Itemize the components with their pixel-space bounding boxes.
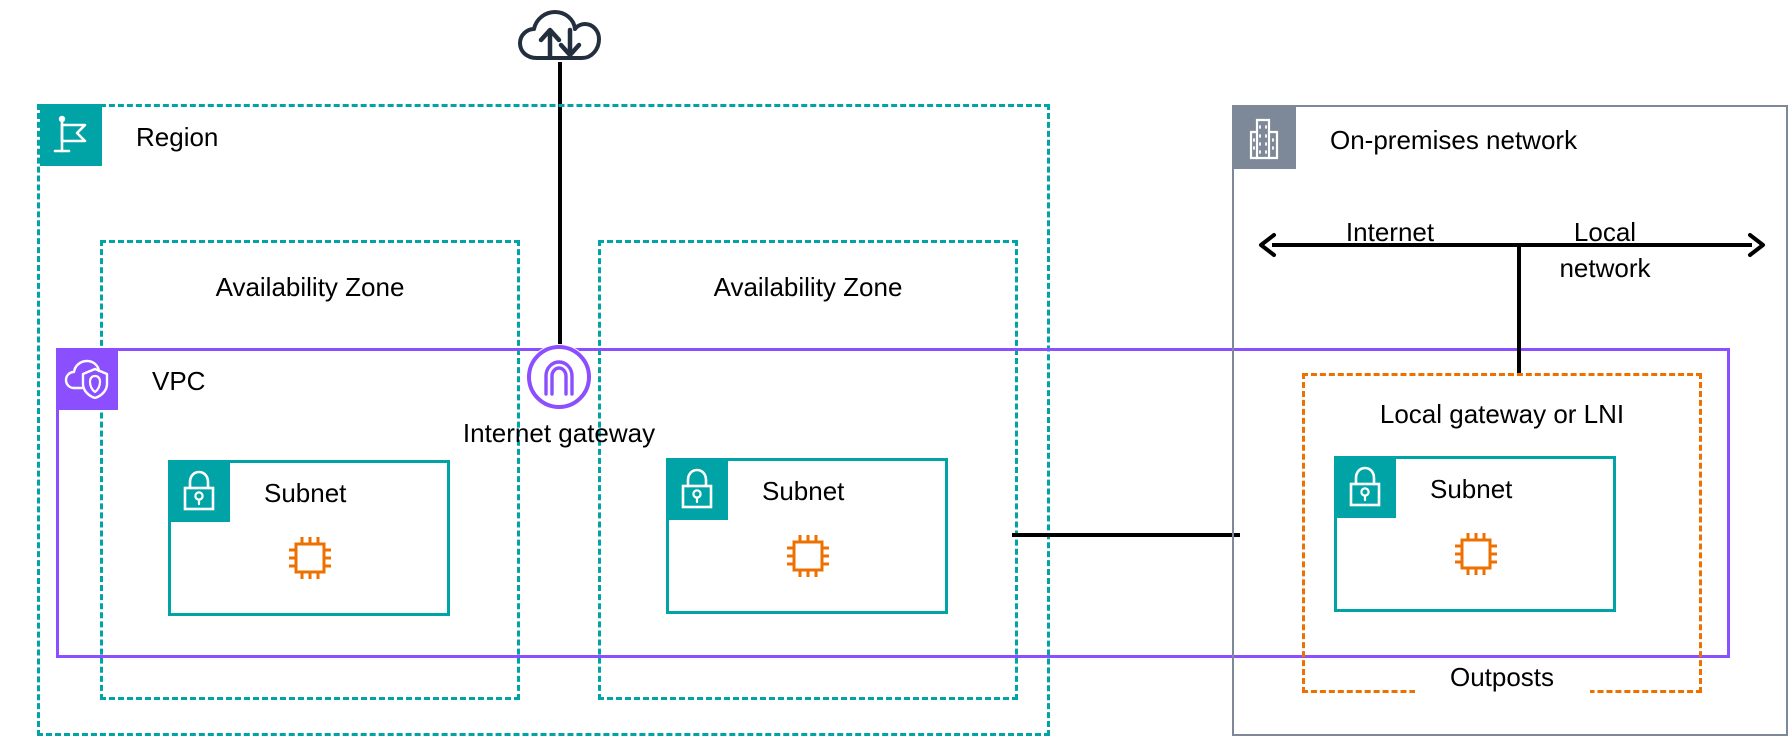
region-boundary — [37, 104, 1050, 736]
internet-to-igw-connector — [558, 62, 562, 357]
availability-zone-1-label: Availability Zone — [215, 272, 405, 302]
availability-zone-2-label: Availability Zone — [713, 272, 903, 302]
internet-direction-label: Internet — [1345, 217, 1435, 247]
internet-local-network-arrow — [1258, 230, 1766, 260]
subnet-az1-lock-icon — [168, 460, 230, 522]
subnet-az2-boundary — [666, 458, 948, 614]
availability-zone-1-boundary — [100, 240, 520, 700]
subnet-outposts-label: Subnet — [1430, 474, 1513, 504]
local-gateway-or-lni-label: Local gateway or LNI — [1379, 399, 1625, 429]
on-premises-building-icon — [1234, 107, 1296, 169]
subnet-az1-boundary — [168, 460, 450, 616]
subnet-az2-lock-icon — [666, 458, 728, 520]
outposts-label-backdrop — [1415, 660, 1590, 694]
local-network-direction-label-line2: network — [1559, 253, 1651, 283]
vpc-boundary — [56, 348, 1730, 658]
on-premises-network-boundary — [1232, 105, 1788, 736]
ec2-instance-chip-icon — [1450, 528, 1502, 580]
on-premises-network-label: On-premises network — [1330, 125, 1578, 155]
outposts-label: Outposts — [1449, 662, 1555, 692]
subnet-outposts-boundary — [1334, 456, 1616, 612]
subnet-az1-label: Subnet — [264, 478, 347, 508]
local-network-direction-label-line1: Local — [1573, 217, 1637, 247]
subnet-outposts-lock-icon — [1334, 456, 1396, 518]
vpc-label: VPC — [152, 366, 206, 396]
ec2-instance-chip-icon — [782, 530, 834, 582]
vpc-to-onpremises-connector — [1012, 533, 1240, 537]
subnet-az2-label: Subnet — [762, 476, 845, 506]
internet-gateway-icon — [526, 344, 592, 410]
internet-cloud-arrows-icon — [517, 8, 602, 68]
region-flag-icon — [40, 104, 102, 166]
ec2-instance-chip-icon — [284, 532, 336, 584]
vpc-cloud-shield-icon — [56, 348, 118, 410]
local-network-drop-connector — [1517, 245, 1521, 375]
internet-gateway-label: Internet gateway — [462, 418, 656, 448]
region-label: Region — [136, 122, 219, 152]
availability-zone-2-boundary — [598, 240, 1018, 700]
